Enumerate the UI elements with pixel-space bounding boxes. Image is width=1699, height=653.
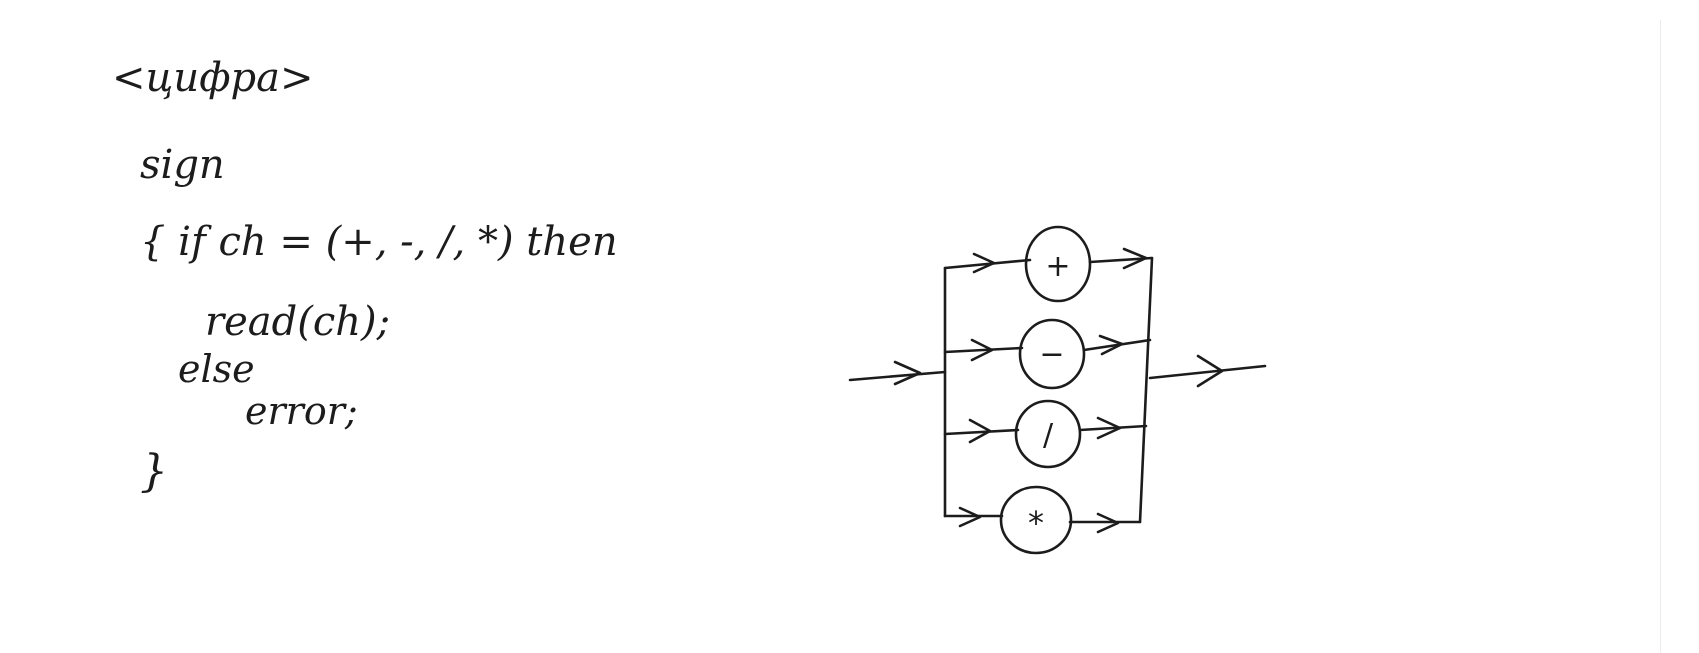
- branch-slash: /: [943, 399, 1148, 469]
- slash-symbol: /: [1043, 418, 1054, 453]
- code-sign-keyword: sign: [140, 142, 225, 188]
- branch-minus: −: [943, 318, 1152, 390]
- exit-arrow-head: [1196, 354, 1224, 388]
- plus-node: [1024, 225, 1092, 303]
- exit-line: [1148, 364, 1267, 380]
- code-title: <цифра>: [112, 55, 314, 101]
- code-close-brace: }: [140, 446, 168, 497]
- entry-arrow-head: [893, 360, 922, 386]
- right-bus: [1138, 256, 1154, 524]
- paper-edge: [1660, 20, 1661, 653]
- slash-node: [1014, 399, 1082, 469]
- star-node: [999, 485, 1073, 555]
- minus-node: [1018, 318, 1086, 390]
- branch-star: *: [943, 485, 1142, 555]
- star-symbol: *: [1028, 504, 1044, 542]
- code-read-line: read(ch);: [205, 299, 391, 345]
- plus-symbol: +: [1045, 249, 1070, 284]
- minus-symbol: −: [1039, 337, 1064, 372]
- entry-line: [848, 370, 947, 382]
- code-else-line: else: [178, 347, 255, 391]
- branch-plus: +: [943, 225, 1154, 303]
- code-if-line: { if ch = (+, -, /, *) then: [140, 219, 618, 265]
- code-error-line: error;: [245, 389, 358, 433]
